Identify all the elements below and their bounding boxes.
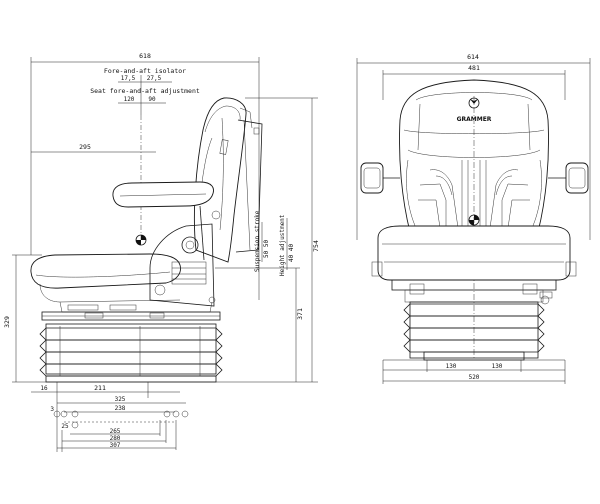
- height-329-label: 329: [3, 316, 11, 328]
- height-adjustment-label: Height adjustment: [279, 214, 286, 276]
- mount-238-label: 238: [115, 405, 126, 412]
- height-adjustment-value: 40 40: [288, 244, 295, 262]
- mounting-plan: 325 238 3 25 265 280 307: [50, 396, 189, 452]
- base-211-label: 211: [94, 384, 106, 392]
- seat-adj-right-value: 90: [148, 96, 156, 103]
- mount-325-label: 325: [115, 396, 126, 403]
- backrest-width-label: 481: [468, 64, 480, 72]
- front-base-left-label: 130: [446, 363, 457, 370]
- isolator-right-value: 27,5: [147, 75, 162, 82]
- height-754-label: 754: [312, 240, 320, 252]
- mount-280-label: 280: [110, 435, 121, 442]
- side-view: 618 Fore-and-aft isolator 17,5 27,5 Seat…: [3, 52, 320, 398]
- cog-marker-side: [135, 234, 147, 246]
- seat-adj-left-value: 120: [124, 96, 135, 103]
- mount-265-label: 265: [110, 428, 121, 435]
- mount-307-label: 307: [110, 442, 121, 449]
- mount-3-label: 3: [50, 406, 54, 413]
- suspension-stroke-value: 50 50: [263, 240, 270, 258]
- height-371-label: 371: [296, 308, 304, 320]
- side-overall-width-label: 618: [139, 52, 151, 60]
- front-overall-width-label: 614: [467, 53, 479, 61]
- front-base-right-label: 130: [492, 363, 503, 370]
- front-base-width-label: 520: [469, 374, 480, 381]
- mount-25-label: 25: [61, 423, 69, 430]
- offset-16-label: 16: [40, 385, 48, 392]
- suspension-stroke-label: Suspension stroke: [254, 210, 261, 272]
- fore-aft-isolator-label: Fore-and-aft isolator: [104, 67, 186, 75]
- front-view: 614 481 GRAMMER: [356, 53, 591, 384]
- seat-fore-aft-label: Seat fore-and-aft adjustment: [90, 87, 200, 95]
- depth-295-label: 295: [79, 143, 91, 151]
- isolator-left-value: 17,5: [121, 75, 136, 82]
